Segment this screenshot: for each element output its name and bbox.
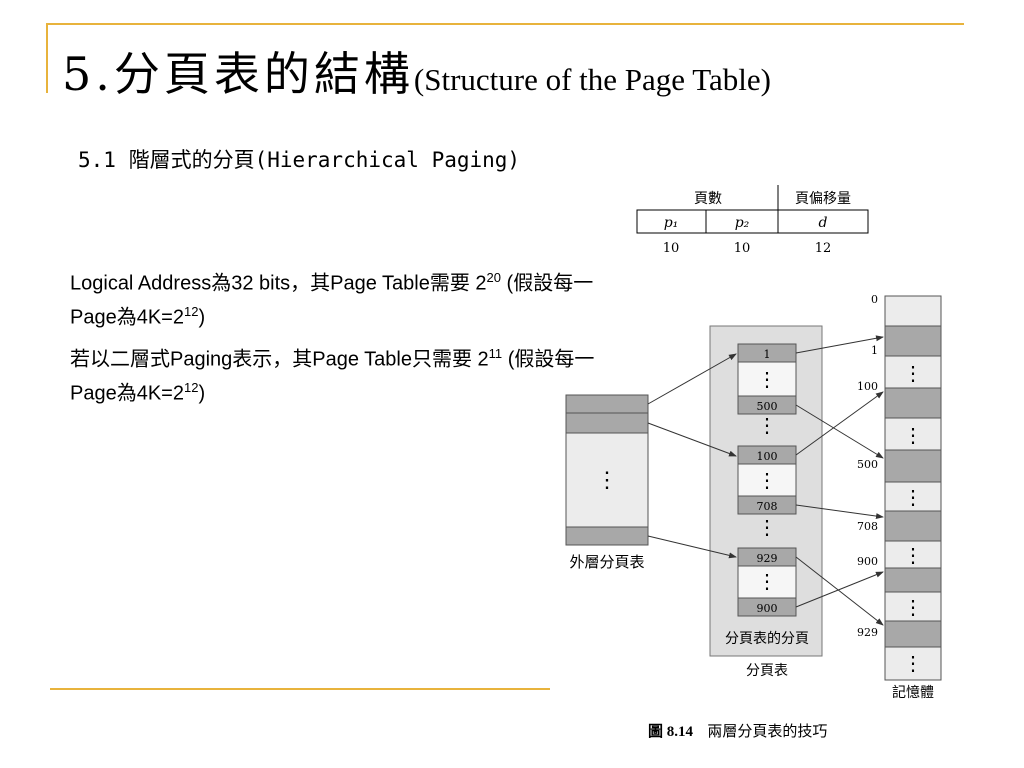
memory-body — [884, 295, 942, 681]
p2-exp-a: 11 — [488, 346, 503, 361]
p2-text-b: (假設每一Page為4K=2 — [70, 348, 595, 405]
outer-entry-2 — [565, 412, 649, 434]
memory: ⋮ ⋮ ⋮ ⋮ ⋮ ⋮ 0 1 100 500 708 900 929 記憶體 — [857, 293, 942, 701]
outer-entry-last — [565, 526, 649, 546]
figure-text: 兩層分頁表的技巧 — [707, 722, 828, 740]
paragraph-logical-address: Logical Address為32 bits，其Page Table需要 22… — [70, 264, 610, 331]
memory-frame-708 — [884, 510, 942, 542]
inner-gap-ellipsis-2: ⋮ — [757, 515, 777, 539]
inner-entry-1-label: 1 — [764, 348, 771, 361]
inner-block-3-ellipsis: ⋮ — [757, 569, 777, 593]
mem-addr-0: 0 — [871, 293, 878, 306]
title-main: 5.分頁表的結構 — [62, 47, 414, 101]
inner-entry-900-label: 900 — [757, 602, 778, 615]
paragraph-two-level: 若以二層式Paging表示，其Page Table只需要 211 (假設每一Pa… — [70, 340, 610, 407]
p1-text-b: (假設每一Page為4K=2 — [70, 272, 594, 329]
bottom-rule — [50, 688, 550, 690]
p2-exp-b: 12 — [183, 379, 199, 395]
mem-addr-100: 100 — [857, 380, 878, 393]
mem-addr-929: 929 — [857, 626, 878, 639]
arrow-929-to-mem929 — [795, 556, 884, 626]
inner-entry-708-label: 708 — [757, 500, 778, 513]
arrow-outer2-to-block2 — [647, 422, 737, 457]
memory-frame-500 — [884, 449, 942, 483]
arrow-outer-last-to-block3 — [647, 535, 737, 559]
outer-ellipsis: ⋮ — [596, 468, 618, 493]
inner-group-label: 分頁表的分頁 — [725, 631, 809, 647]
memory-ellipsis-4: ⋮ — [903, 543, 923, 567]
field-d: d — [819, 215, 828, 231]
page-table-label: 分頁表 — [746, 663, 788, 679]
arrow-1-to-mem1 — [795, 335, 884, 354]
mem-addr-900: 900 — [857, 555, 878, 568]
inner-block-1-ellipsis: ⋮ — [757, 367, 777, 391]
arrow-100-to-mem100 — [795, 391, 884, 456]
slide-title: 5.分頁表的結構(Structure of the Page Table) — [62, 38, 771, 104]
title-sub: (Structure of the Page Table) — [413, 62, 771, 97]
inner-entry-929-label: 929 — [757, 552, 778, 565]
outer-page-table: ⋮ 外層分頁表 — [565, 394, 649, 571]
mem-addr-708: 708 — [857, 520, 878, 533]
arrow-708-to-mem708 — [795, 504, 884, 520]
inner-entry-100-label: 100 — [757, 450, 778, 463]
mem-addr-1: 1 — [871, 344, 878, 357]
offset-header: 頁偏移量 — [795, 191, 851, 207]
p1-exp-a: 20 — [486, 270, 501, 285]
memory-ellipsis-5: ⋮ — [903, 595, 923, 619]
figure-number: 圖 8.14 — [648, 724, 694, 740]
arrow-500-to-mem500 — [795, 404, 884, 459]
memory-frame-900 — [884, 567, 942, 593]
bits-p1: 10 — [663, 241, 680, 256]
p1-text-a: Logical Address為32 bits，其Page Table需要 2 — [70, 272, 487, 295]
p1-text-c: ) — [198, 306, 206, 329]
section-subtitle: 5.1 階層式的分頁(Hierarchical Paging) — [78, 148, 521, 172]
memory-frame-929 — [884, 620, 942, 648]
address-format-box — [636, 209, 869, 234]
field-p2: p₂ — [735, 215, 750, 231]
p2-text-a: 若以二層式Paging表示，其Page Table只需要 2 — [70, 348, 489, 371]
page-number-header: 頁數 — [694, 191, 722, 207]
arrow-outer1-to-block1 — [647, 353, 737, 405]
bits-p2: 10 — [734, 241, 751, 256]
memory-ellipsis-6: ⋮ — [903, 651, 923, 675]
left-rule — [46, 23, 48, 93]
memory-ellipsis-2: ⋮ — [903, 423, 923, 447]
outer-table-label: 外層分頁表 — [569, 553, 644, 571]
memory-frame-100 — [884, 387, 942, 419]
bits-d: 12 — [815, 241, 832, 256]
memory-ellipsis-1: ⋮ — [903, 361, 923, 385]
pointer-arrows — [647, 335, 884, 626]
inner-gap-ellipsis-1: ⋮ — [757, 413, 777, 437]
p1-exp-b: 12 — [183, 303, 199, 319]
memory-frame-1 — [884, 325, 942, 357]
figure-caption: 圖 8.14 兩層分頁表的技巧 — [648, 720, 827, 741]
mem-addr-500: 500 — [857, 458, 878, 471]
inner-block-2-ellipsis: ⋮ — [757, 468, 777, 492]
field-p1: p₁ — [664, 215, 679, 231]
inner-entry-500-label: 500 — [757, 400, 778, 413]
memory-ellipsis-3: ⋮ — [903, 485, 923, 509]
p2-text-c: ) — [198, 382, 206, 405]
top-rule — [46, 23, 964, 25]
arrow-900-to-mem900 — [795, 571, 884, 608]
inner-page-tables: 1 ⋮ 500 ⋮ 100 ⋮ 708 ⋮ 929 ⋮ 900 分頁表的分頁 分… — [709, 325, 823, 679]
outer-entry-1 — [565, 394, 649, 414]
address-format: 頁數 頁偏移量 p₁ p₂ d 10 10 12 — [636, 185, 869, 256]
memory-label: 記憶體 — [892, 684, 934, 701]
